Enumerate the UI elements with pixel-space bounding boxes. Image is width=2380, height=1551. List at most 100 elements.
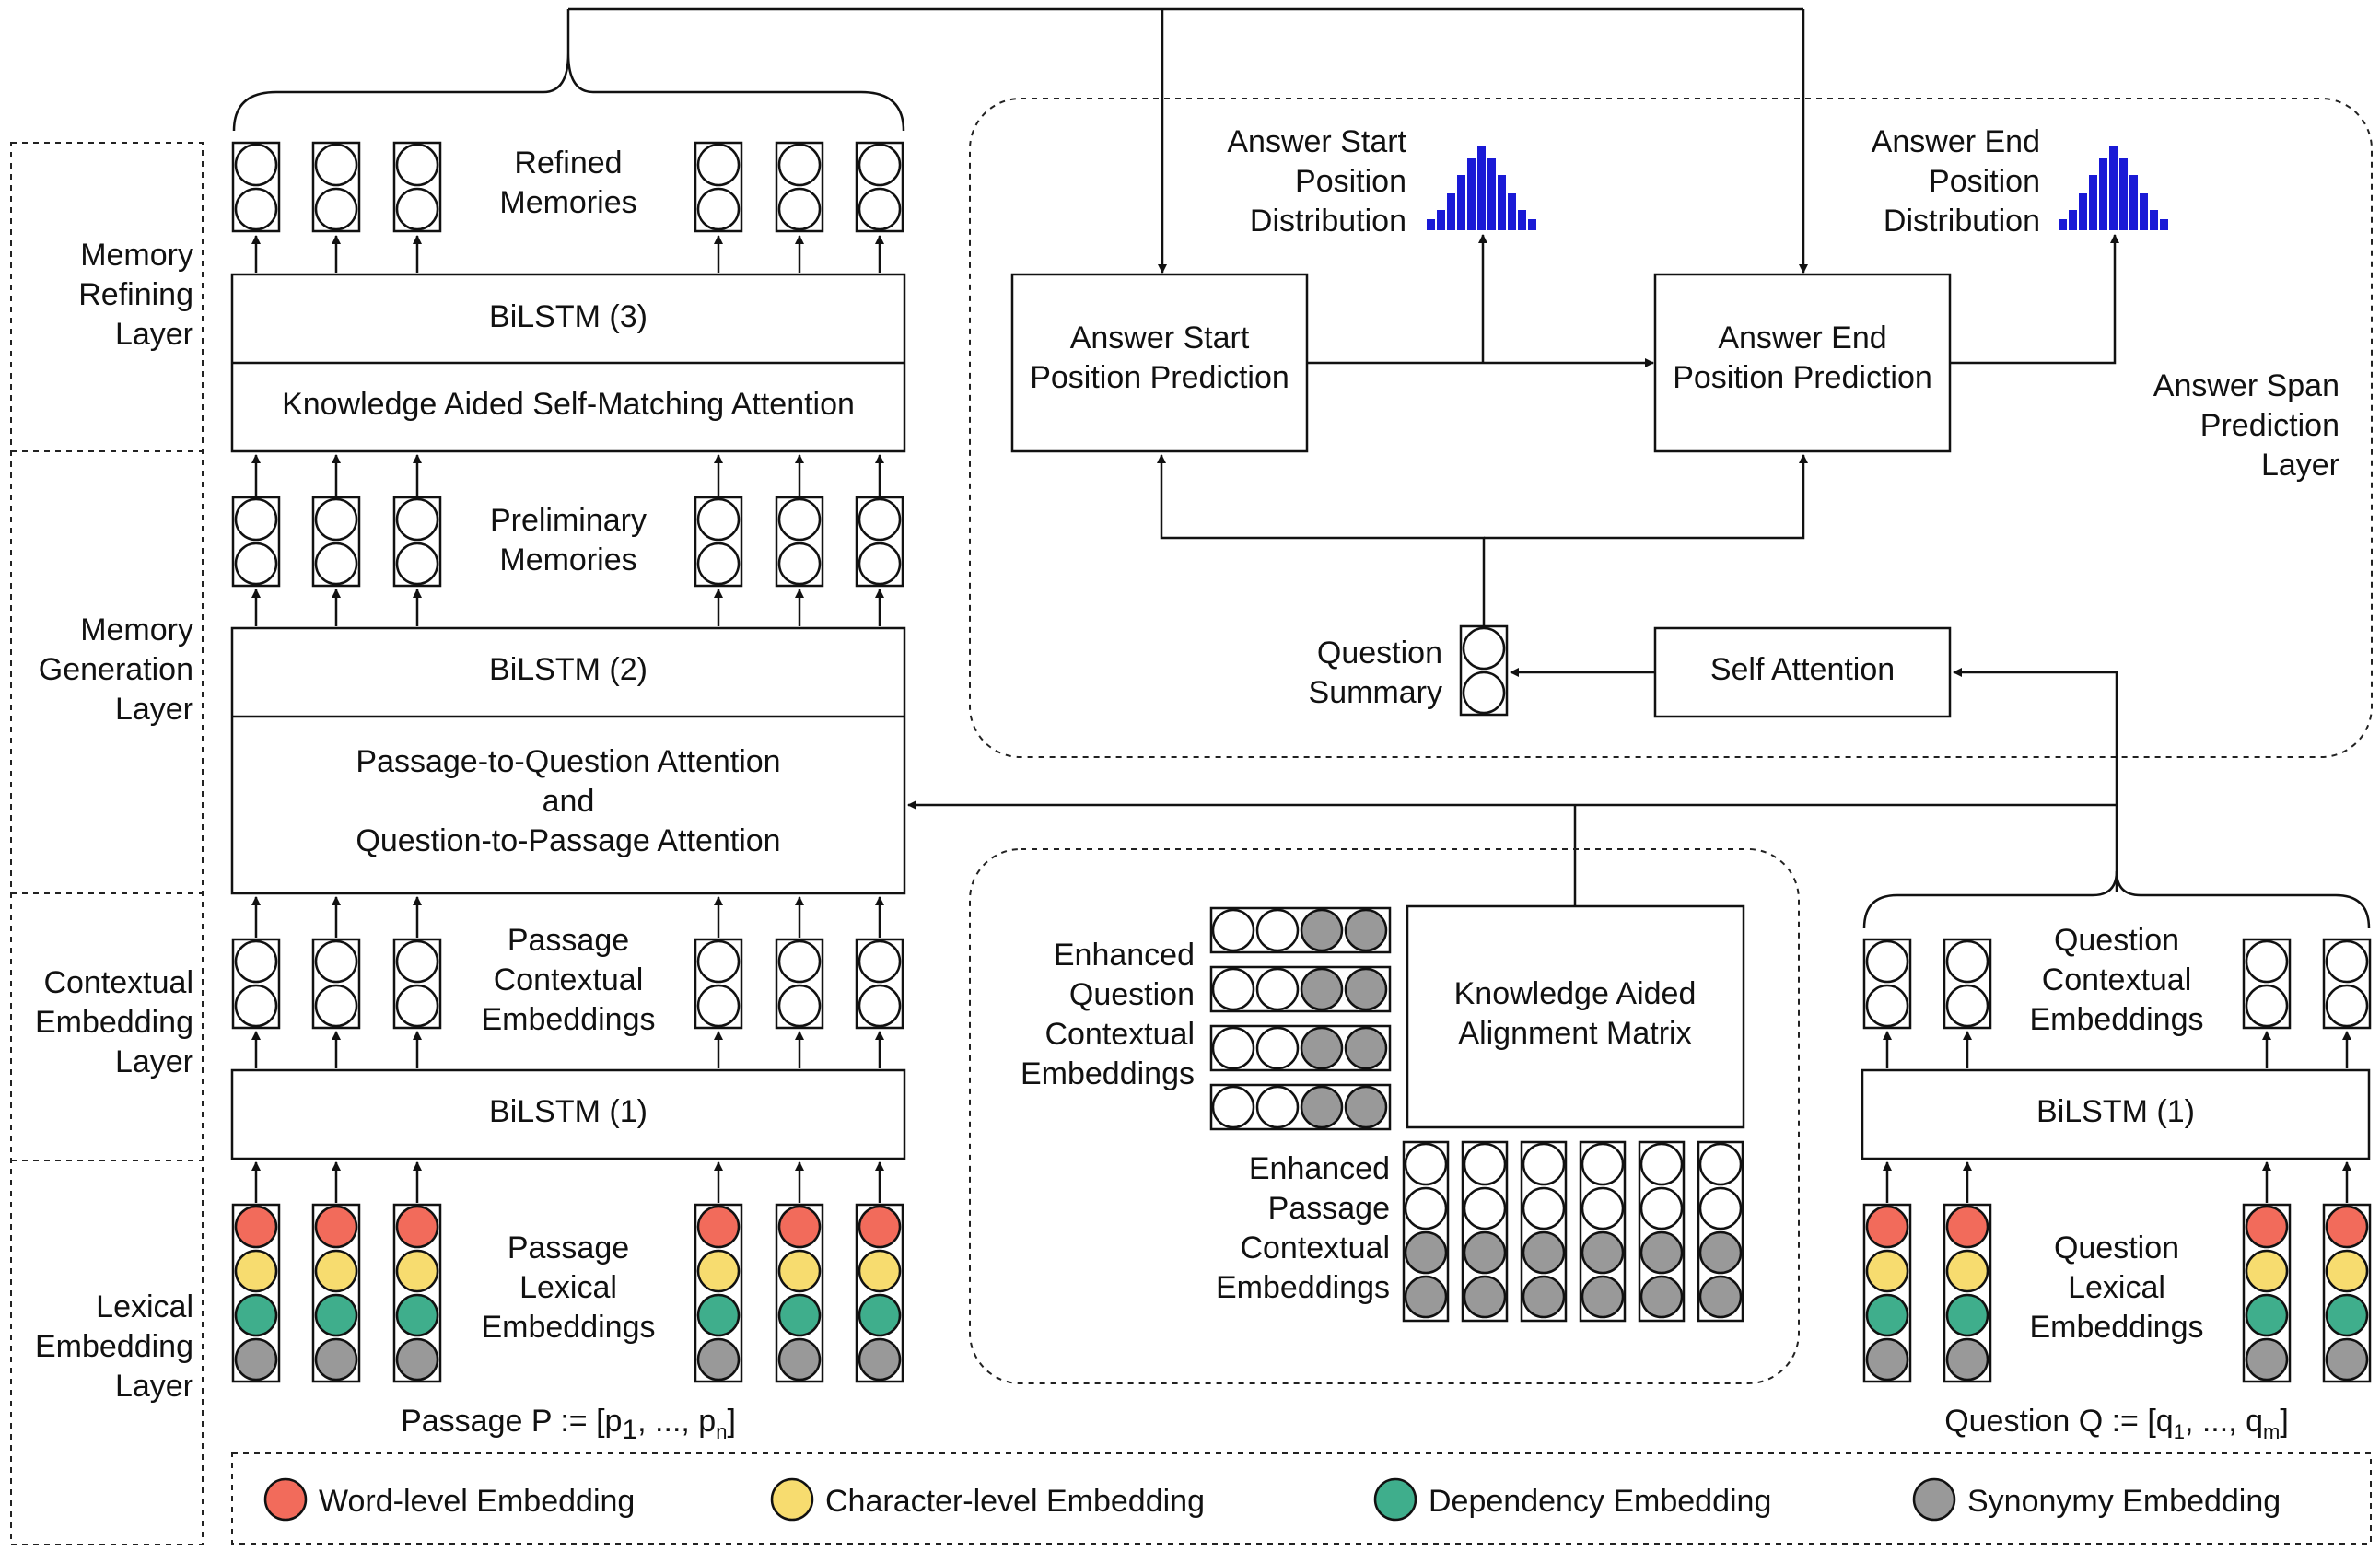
legend-box	[231, 1452, 2372, 1545]
legend-swatch	[1373, 1477, 1418, 1522]
bilstm2-box	[230, 626, 906, 895]
histogram-bar	[1488, 158, 1496, 230]
histogram-bar	[1518, 210, 1526, 230]
legend-swatch	[1912, 1477, 1956, 1522]
passage-lexical-cell	[855, 1203, 904, 1383]
histogram-bar	[1457, 175, 1465, 230]
answer-span-region	[969, 98, 2373, 758]
question-summary-cell	[1459, 624, 1509, 717]
enhanced-question-embeddings	[1209, 906, 1392, 1131]
answer-end-histogram	[2059, 146, 2168, 230]
histogram-bar	[2069, 210, 2077, 230]
histogram-bar	[1467, 158, 1476, 230]
refined-memory-cell	[694, 141, 743, 233]
legend-swatch	[770, 1477, 814, 1522]
passage-lexical-cell	[231, 1203, 281, 1383]
answer-start-histogram	[1427, 146, 1536, 230]
preliminary-memory-cell	[694, 496, 743, 588]
histogram-bar	[2079, 193, 2087, 230]
refined-memory-cell	[855, 141, 904, 233]
histogram-bar	[2059, 219, 2067, 230]
passage-lexical-cell	[392, 1203, 442, 1383]
layer-column	[10, 142, 204, 1545]
enhanced-passage-embeddings	[1402, 1140, 1744, 1323]
histogram-bar	[1447, 193, 1455, 230]
passage-lexical-cell	[694, 1203, 743, 1383]
passage-contextual-cell	[775, 938, 824, 1030]
legend-item: Synonymy Embedding	[1912, 1477, 2281, 1522]
question-lexical-cell	[1862, 1203, 1912, 1383]
bilstm1-passage-label: BiLSTM (1)	[489, 1094, 648, 1129]
question-brace	[1862, 870, 2371, 929]
legend-label: Character-level Embedding	[825, 1484, 1205, 1519]
enhanced-question-row	[1209, 1083, 1392, 1131]
answer-end-box	[1653, 273, 1952, 453]
question-contextual-cell	[2242, 938, 2292, 1030]
refined-memory-cell	[392, 141, 442, 233]
legend-item: Word-level Embedding	[263, 1477, 635, 1522]
top-connectors	[232, 7, 1808, 274]
histogram-bar	[2109, 146, 2118, 230]
histogram-bar	[1427, 219, 1435, 230]
question-columns	[1862, 938, 2372, 1383]
refined-memory-cell	[231, 141, 281, 233]
passage-contextual-cell	[231, 938, 281, 1030]
enhanced-passage-column	[1697, 1140, 1744, 1323]
legend-label: Synonymy Embedding	[1967, 1484, 2281, 1519]
question-contextual-cell	[1942, 938, 1992, 1030]
legend-item: Dependency Embedding	[1373, 1477, 1771, 1522]
bilstm1-question-label: BiLSTM (1)	[2036, 1094, 2195, 1129]
histogram-bar	[1477, 146, 1486, 230]
passage-contextual-cell	[694, 938, 743, 1030]
passage-lexical-cell	[775, 1203, 824, 1383]
enhanced-passage-column	[1520, 1140, 1568, 1323]
question-lexical-cell	[2242, 1203, 2292, 1383]
enhanced-passage-column	[1638, 1140, 1686, 1323]
histogram-bar	[2119, 158, 2128, 230]
legend-item: Character-level Embedding	[770, 1477, 1205, 1522]
passage-columns	[231, 141, 904, 1383]
enhanced-question-row	[1209, 965, 1392, 1013]
alignment-matrix-box	[1406, 904, 1745, 1129]
legend: Word-level Embedding Character-level Embe…	[263, 1477, 2281, 1522]
preliminary-memory-cell	[311, 496, 361, 588]
passage-lexical-cell	[311, 1203, 361, 1383]
preliminary-memory-cell	[392, 496, 442, 588]
self-attention-box	[1653, 626, 1952, 718]
passage-contextual-cell	[392, 938, 442, 1030]
histogram-bar	[1528, 219, 1536, 230]
histogram-bar	[1508, 193, 1516, 230]
self-attention-connectors	[907, 668, 2118, 906]
bilstm3-label: BiLSTM (3)	[489, 299, 648, 334]
histogram-bar	[2140, 193, 2148, 230]
answer-start-box	[1010, 273, 1309, 453]
enhanced-passage-column	[1402, 1140, 1450, 1323]
passage-input-label: Passage P := [p1, ..., pn]	[401, 1404, 736, 1445]
histogram-bar	[2089, 175, 2097, 230]
self-attention-label: Self Attention	[1710, 652, 1895, 687]
histogram-bar	[2129, 175, 2138, 230]
preliminary-memory-cell	[775, 496, 824, 588]
refined-memory-cell	[775, 141, 824, 233]
histogram-bar	[1437, 210, 1445, 230]
preliminary-memory-cell	[855, 496, 904, 588]
refined-memory-cell	[311, 141, 361, 233]
histogram-bar	[2160, 219, 2168, 230]
enhanced-passage-column	[1461, 1140, 1509, 1323]
